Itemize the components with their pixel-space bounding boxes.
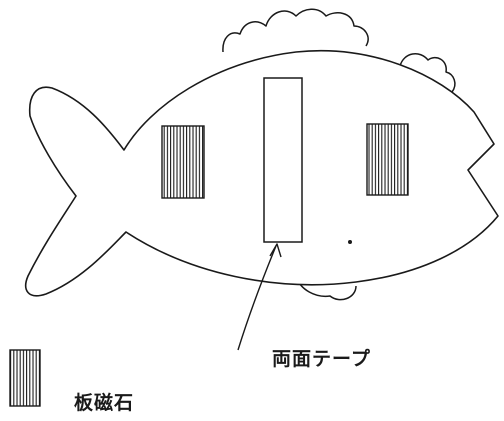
- plate-magnet-right: [366, 123, 409, 196]
- tape-label: 両面テープ: [272, 348, 371, 370]
- legend-magnet-swatch: [9, 349, 41, 407]
- tape-leader-line: [237, 245, 277, 351]
- pectoral-fin-top: [399, 53, 456, 93]
- double-sided-tape: [263, 77, 303, 243]
- plate-magnet-left: [161, 125, 205, 199]
- tape-leader-arrowhead: [269, 243, 282, 258]
- fish-eye-dot: [348, 240, 352, 244]
- fish-outline: [24, 49, 499, 297]
- dorsal-fin: [222, 8, 369, 53]
- magnet-legend-label: 板磁石: [74, 392, 135, 414]
